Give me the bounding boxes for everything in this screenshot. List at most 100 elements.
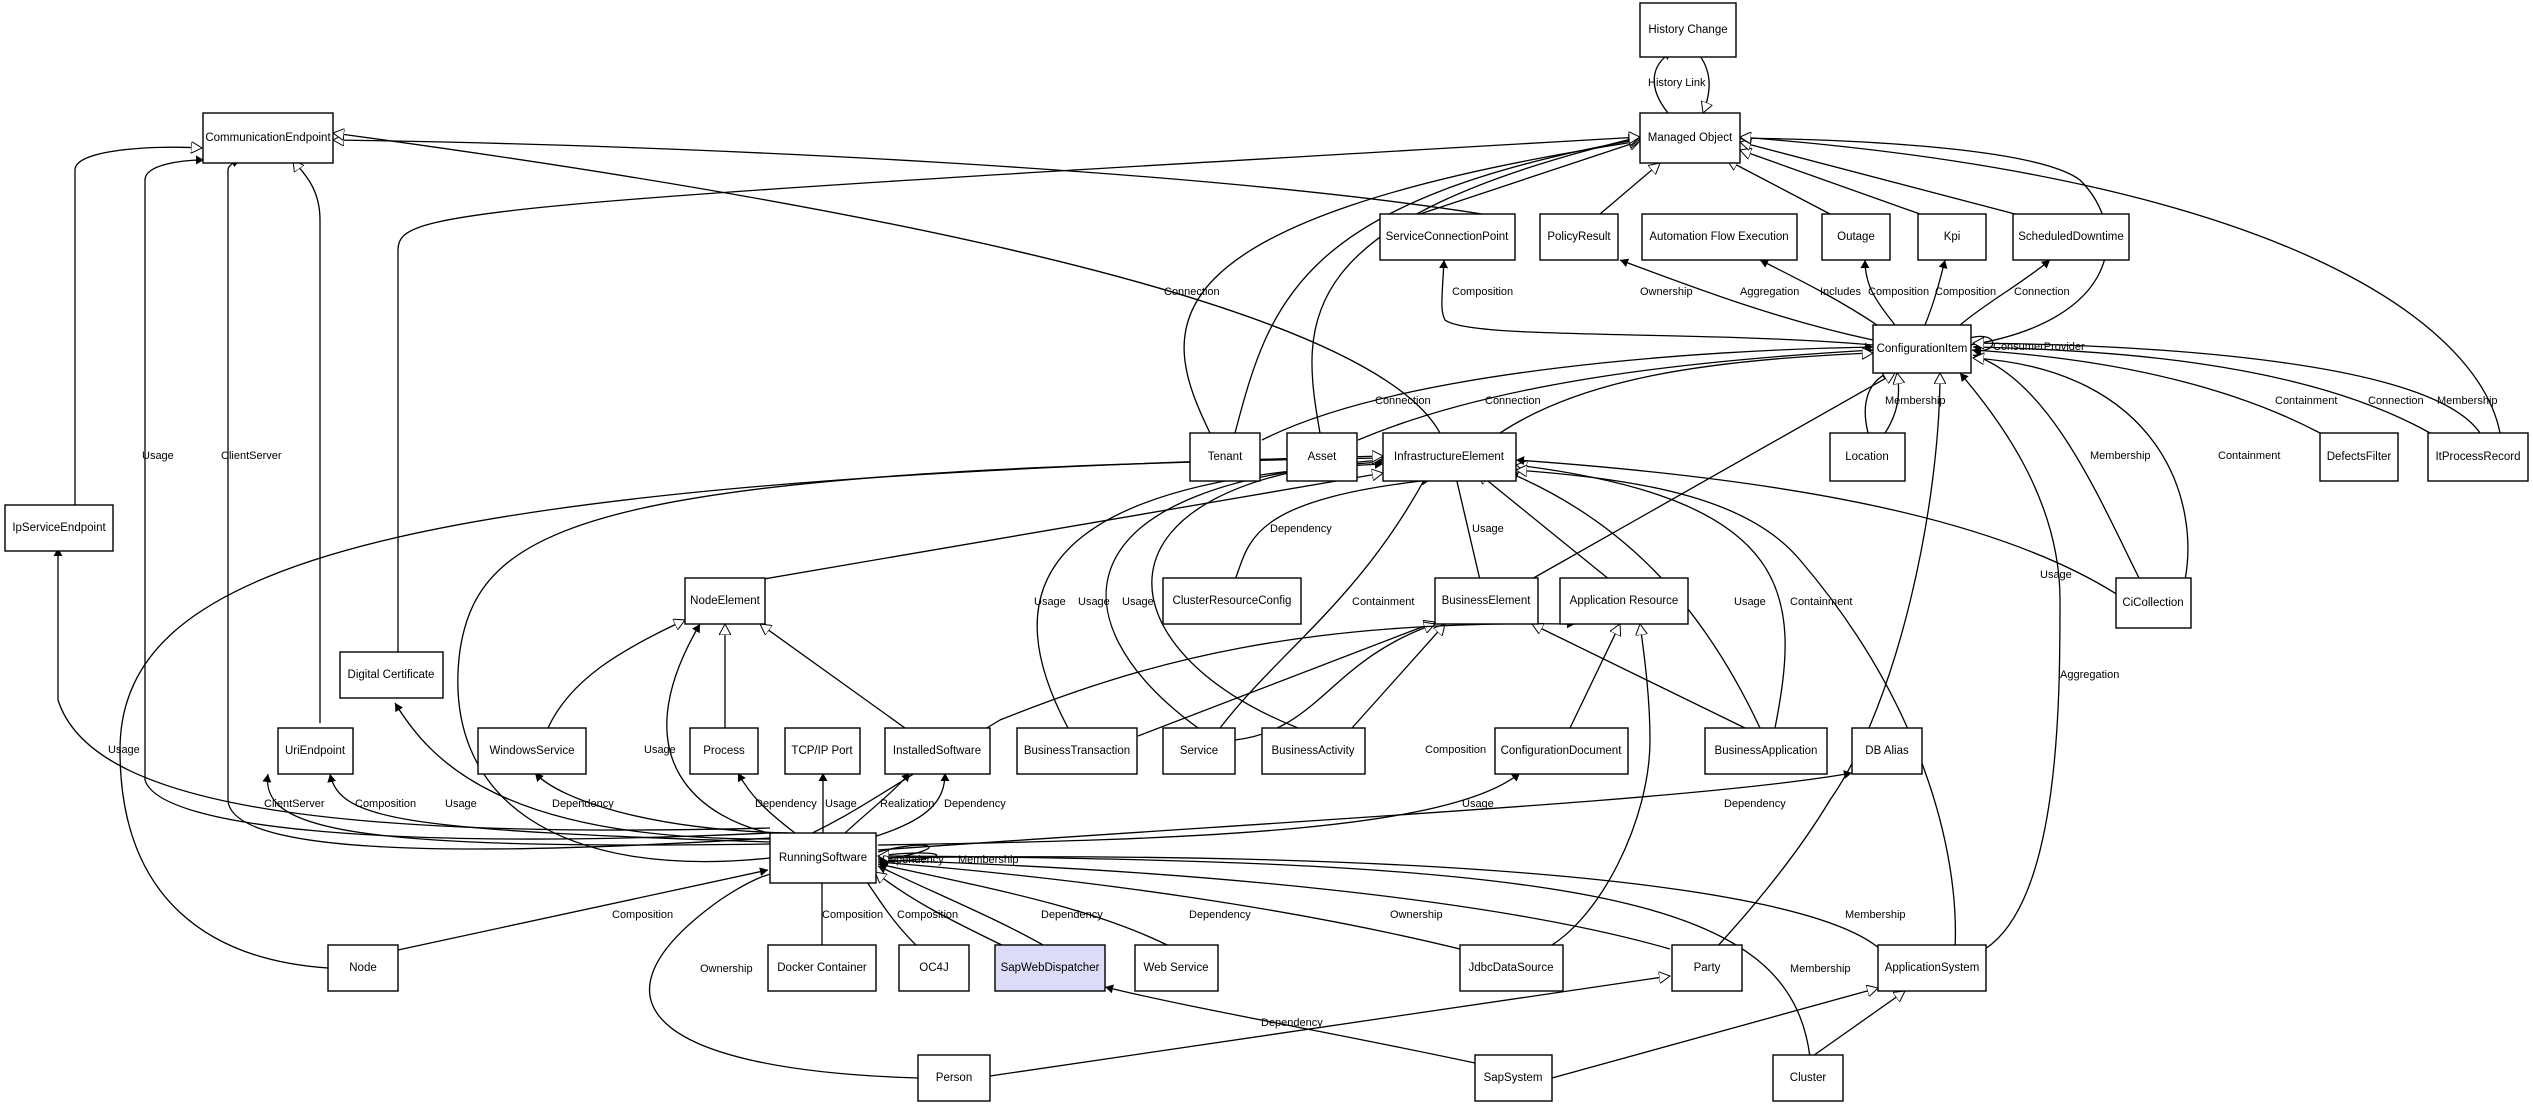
node-history-change[interactable]: History Change — [1639, 2, 1737, 58]
node-node-element[interactable]: NodeElement — [684, 577, 766, 625]
edge-oc4j-inherit — [875, 872, 1011, 950]
node-jdbc-data-source[interactable]: JdbcDataSource — [1459, 944, 1564, 992]
edge-svc-containment — [1219, 472, 1429, 729]
node-db-alias[interactable]: DB Alias — [1851, 727, 1923, 775]
edge-label: Usage — [108, 744, 140, 756]
node-configuration-document[interactable]: ConfigurationDocument — [1494, 727, 1629, 775]
node-node[interactable]: Node — [327, 944, 399, 992]
node-managed-object[interactable]: Managed Object — [1639, 112, 1741, 164]
node-business-element[interactable]: BusinessElement — [1434, 577, 1539, 625]
node-business-transaction[interactable]: BusinessTransaction — [1016, 727, 1138, 775]
node-label: Tenant — [1208, 451, 1243, 463]
edge-outage-inherit — [1727, 160, 1831, 215]
edge-swd-dependency — [877, 865, 1051, 950]
node-party[interactable]: Party — [1671, 944, 1743, 992]
edge-rs-dependency-proc — [737, 772, 796, 834]
node-infrastructure-element[interactable]: InfrastructureElement — [1382, 432, 1517, 482]
node-web-service[interactable]: Web Service — [1134, 944, 1219, 992]
edge-label: Ownership — [1390, 909, 1443, 921]
node-kpi[interactable]: Kpi — [1917, 213, 1987, 261]
edge-rs-composition-uri — [327, 773, 771, 843]
edge-svc-inherit-be — [1234, 624, 1435, 741]
edge-rs-dependency-ws — [534, 772, 791, 834]
edge-person-inherit-party — [989, 976, 1670, 1077]
node-cluster-resource-config[interactable]: ClusterResourceConfig — [1162, 577, 1302, 625]
node-tenant[interactable]: Tenant — [1189, 432, 1261, 482]
edge-ci-composition-outage — [1860, 259, 1896, 326]
node-scheduled-downtime[interactable]: ScheduledDowntime — [2012, 213, 2130, 261]
node-location[interactable]: Location — [1829, 432, 1906, 482]
edge-label: Composition — [1425, 744, 1486, 756]
node-ip-service-endpoint[interactable]: IpServiceEndpoint — [4, 504, 114, 552]
edge-rs-usage-cep — [144, 155, 771, 840]
node-service[interactable]: Service — [1162, 727, 1236, 775]
node-ci-collection[interactable]: CiCollection — [2115, 577, 2192, 629]
edge-sap-inherit-as — [1551, 988, 1878, 1079]
edge-rs-usage-dc — [394, 702, 771, 840]
node-label: PolicyResult — [1547, 231, 1611, 243]
node-application-system[interactable]: ApplicationSystem — [1877, 944, 1987, 992]
node-business-application[interactable]: BusinessApplication — [1704, 727, 1828, 775]
node-tcp-ip-port[interactable]: TCP/IP Port — [784, 727, 861, 775]
node-sap-web-dispatcher[interactable]: SapWebDispatcher — [994, 944, 1106, 992]
edge-uri-inherit — [293, 160, 321, 723]
edge-label: Connection — [1485, 395, 1541, 407]
node-configuration-item[interactable]: ConfigurationItem — [1872, 324, 1972, 374]
node-automation-flow-execution[interactable]: Automation Flow Execution — [1641, 213, 1798, 261]
node-process[interactable]: Process — [689, 727, 759, 775]
edge-sd-inherit — [1740, 142, 2016, 215]
edge-rs-dependency-db — [877, 769, 1853, 851]
node-running-software[interactable]: RunningSoftware — [769, 832, 877, 884]
node-label: Digital Certificate — [348, 669, 435, 681]
edge-bapp-usage — [1509, 472, 1761, 729]
node-application-resource[interactable]: Application Resource — [1559, 577, 1689, 625]
edge-be-inherit-ci — [1529, 372, 1895, 581]
node-outage[interactable]: Outage — [1821, 213, 1891, 261]
edge-ci-composition-scp — [1439, 259, 1874, 346]
node-label: DB Alias — [1865, 745, 1909, 757]
node-service-connection-point[interactable]: ServiceConnectionPoint — [1379, 213, 1516, 261]
node-docker-container[interactable]: Docker Container — [767, 944, 877, 992]
edge-ipr-membership — [1973, 343, 2481, 434]
edge-ipr-inherit — [1740, 137, 2501, 434]
node-label: Kpi — [1944, 231, 1961, 243]
node-communication-endpoint[interactable]: CommunicationEndpoint — [202, 112, 334, 164]
node-asset[interactable]: Asset — [1286, 432, 1358, 482]
node-label: Application Resource — [1570, 595, 1679, 607]
node-person[interactable]: Person — [917, 1054, 991, 1102]
node-policy-result[interactable]: PolicyResult — [1539, 213, 1619, 261]
node-uri-endpoint[interactable]: UriEndpoint — [277, 727, 354, 775]
node-it-process-record[interactable]: ItProcessRecord — [2427, 432, 2529, 482]
node-business-activity[interactable]: BusinessActivity — [1261, 727, 1366, 775]
edge-ar-inherit — [1478, 473, 1611, 581]
node-label: CiCollection — [2122, 597, 2183, 609]
node-label: NodeElement — [690, 595, 760, 607]
node-sap-system[interactable]: SapSystem — [1474, 1054, 1553, 1102]
node-digital-certificate[interactable]: Digital Certificate — [339, 651, 444, 699]
edge-is-inherit-ne — [760, 624, 906, 729]
edge-label: Containment — [2218, 450, 2280, 462]
edge-label: Usage — [644, 744, 676, 756]
node-defects-filter[interactable]: DefectsFilter — [2319, 432, 2399, 482]
edge-sap-dependency — [1104, 984, 1476, 1064]
node-oc4j[interactable]: OC4J — [898, 944, 970, 992]
edge-label: Composition — [612, 909, 673, 921]
edge-as-inherit-ie — [1516, 470, 1957, 950]
edge-label: Ownership — [700, 963, 753, 975]
node-label: CommunicationEndpoint — [205, 132, 331, 144]
edge-as-aggregation — [1959, 372, 2061, 950]
node-label: ConfigurationDocument — [1501, 745, 1623, 757]
node-label: BusinessActivity — [1271, 745, 1354, 757]
node-label: ClusterResourceConfig — [1173, 595, 1292, 607]
edge-location-inherit — [1884, 373, 1899, 434]
edge-dc-inherit — [397, 137, 1640, 652]
node-cluster[interactable]: Cluster — [1772, 1054, 1844, 1102]
edge-ne-inherit — [757, 473, 1383, 581]
edge-svc-usage — [1105, 457, 1384, 729]
node-windows-service[interactable]: WindowsService — [477, 727, 587, 775]
edge-label: ClientServer — [264, 798, 325, 810]
node-installed-software[interactable]: InstalledSoftware — [884, 727, 991, 775]
edge-label: Membership — [1845, 909, 1906, 921]
edge-ci-composition-kpi — [1924, 259, 1948, 326]
